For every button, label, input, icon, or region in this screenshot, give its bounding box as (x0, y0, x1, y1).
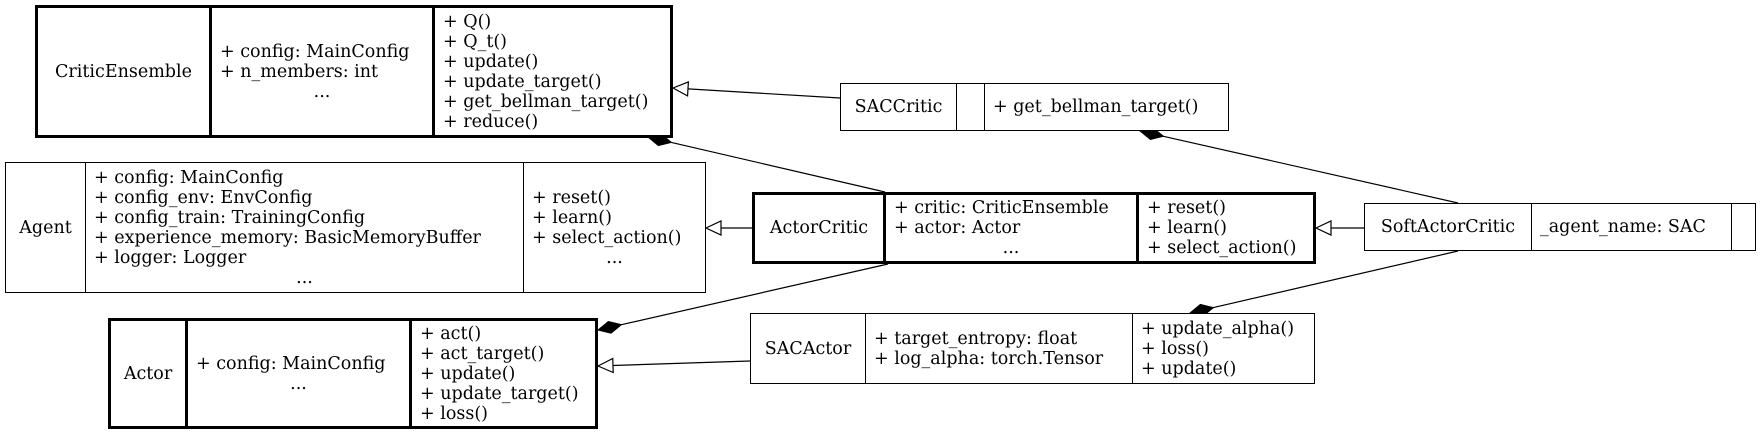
edge-composition-soft_actor_critic-to-sac_critic (1163, 135, 1459, 204)
edge-composition-actor_critic-to-critic_ensemble (671, 141, 886, 193)
inheritance-arrowhead-icon (596, 357, 614, 374)
attributes-cell: + config: MainConfig ... (185, 321, 409, 426)
attribute: + config: MainConfig (220, 41, 410, 62)
attribute: ... (290, 373, 307, 394)
class-name: ActorCritic (769, 218, 869, 238)
class-name: SACCritic (854, 97, 943, 117)
methods-cell: + reset() + learn() + select_action() ..… (523, 163, 705, 292)
method: + reduce() (443, 111, 539, 132)
inheritance-arrowhead-icon (704, 220, 722, 236)
method: + get_bellman_target() (443, 91, 649, 112)
attribute: + experience_memory: BasicMemoryBuffer (94, 227, 481, 248)
attribute: ... (296, 267, 313, 288)
attribute: + config: MainConfig (94, 167, 284, 188)
method: + update() (420, 363, 516, 384)
methods-cell: + get_bellman_target() (984, 84, 1228, 130)
class-sac-actor: SACActor + target_entropy: float + log_a… (750, 313, 1315, 384)
class-name: Actor (123, 363, 173, 384)
method: + learn() (532, 207, 612, 228)
inheritance-arrowhead-icon (1314, 220, 1332, 236)
class-agent: Agent + config: MainConfig + config_env:… (5, 162, 706, 293)
attributes-cell: + config: MainConfig + config_env: EnvCo… (85, 163, 523, 292)
class-name: CriticEnsemble (55, 61, 192, 82)
class-name: Agent (19, 217, 72, 238)
method: + Q_t() (443, 31, 508, 52)
attribute: ... (313, 81, 331, 102)
method: + act_target() (420, 343, 545, 364)
class-critic-ensemble: CriticEnsemble + config: MainConfig + n_… (35, 5, 673, 138)
attribute: _agent_name: SAC (1540, 217, 1706, 237)
method: + update() (443, 51, 539, 72)
edge-inheritance-sac_actor-to-actor (612, 360, 751, 367)
attributes-cell: + config: MainConfig + n_members: int ..… (209, 8, 432, 135)
attributes-cell (956, 84, 984, 130)
attributes-cell: + target_entropy: float + log_alpha: tor… (865, 314, 1132, 383)
attribute: + logger: Logger (94, 247, 247, 268)
methods-cell: + act() + act_target() + update() + upda… (409, 321, 595, 426)
method: + update() (1141, 358, 1237, 379)
method: + loss() (420, 403, 488, 424)
method: + get_bellman_target() (993, 97, 1199, 117)
attribute: + config: MainConfig (196, 353, 386, 374)
method: ... (606, 247, 623, 268)
class-actor-critic: ActorCritic + critic: CriticEnsemble + a… (752, 192, 1316, 264)
class-name-cell: ActorCritic (755, 195, 883, 261)
attribute: + critic: CriticEnsemble (894, 198, 1109, 218)
class-name: SACActor (764, 338, 852, 359)
attribute: + config_train: TrainingConfig (94, 207, 366, 228)
edge-composition-actor_critic-to-actor (621, 263, 889, 326)
attribute: + actor: Actor (894, 218, 1021, 238)
method: + select_action() (1147, 238, 1297, 258)
class-sac-critic: SACCritic + get_bellman_target() (840, 83, 1229, 131)
method: + loss() (1141, 338, 1209, 359)
attribute: ... (1002, 238, 1020, 258)
method: + Q() (443, 11, 492, 32)
class-name-cell: SoftActorCritic (1365, 204, 1531, 250)
method: + update_target() (443, 71, 602, 92)
inheritance-arrowhead-icon (671, 81, 690, 97)
class-soft-actor-critic: SoftActorCritic _agent_name: SAC (1364, 203, 1756, 251)
method: + update_target() (420, 383, 579, 404)
class-name-cell: SACActor (751, 314, 865, 383)
class-name-cell: CriticEnsemble (38, 8, 209, 135)
method: + learn() (1147, 218, 1227, 238)
methods-cell: + update_alpha() + loss() + update() (1132, 314, 1314, 383)
attributes-cell: _agent_name: SAC (1531, 204, 1731, 250)
attribute: + n_members: int (220, 61, 379, 82)
method: + act() (420, 323, 482, 344)
attributes-cell: + critic: CriticEnsemble + actor: Actor … (883, 195, 1136, 261)
edge-inheritance-sac_critic-to-critic_ensemble (687, 88, 841, 99)
method: + select_action() (532, 227, 682, 248)
method: + update_alpha() (1141, 318, 1295, 339)
methods-cell: + reset() + learn() + select_action() (1136, 195, 1313, 261)
composition-diamond-icon (596, 320, 623, 334)
class-name: SoftActorCritic (1380, 217, 1516, 237)
class-name-cell: SACCritic (841, 84, 956, 130)
edge-composition-soft_actor_critic-to-sac_actor (1213, 250, 1459, 309)
methods-cell: + Q() + Q_t() + update() + update_target… (432, 8, 670, 135)
methods-cell (1731, 204, 1755, 250)
class-actor: Actor + config: MainConfig ... + act() +… (108, 318, 598, 429)
attribute: + log_alpha: torch.Tensor (874, 348, 1104, 369)
method: + reset() (532, 187, 611, 208)
attribute: + target_entropy: float (874, 328, 1078, 349)
class-name-cell: Agent (6, 163, 85, 292)
method: + reset() (1147, 198, 1226, 218)
attribute: + config_env: EnvConfig (94, 187, 313, 208)
class-name-cell: Actor (111, 321, 185, 426)
